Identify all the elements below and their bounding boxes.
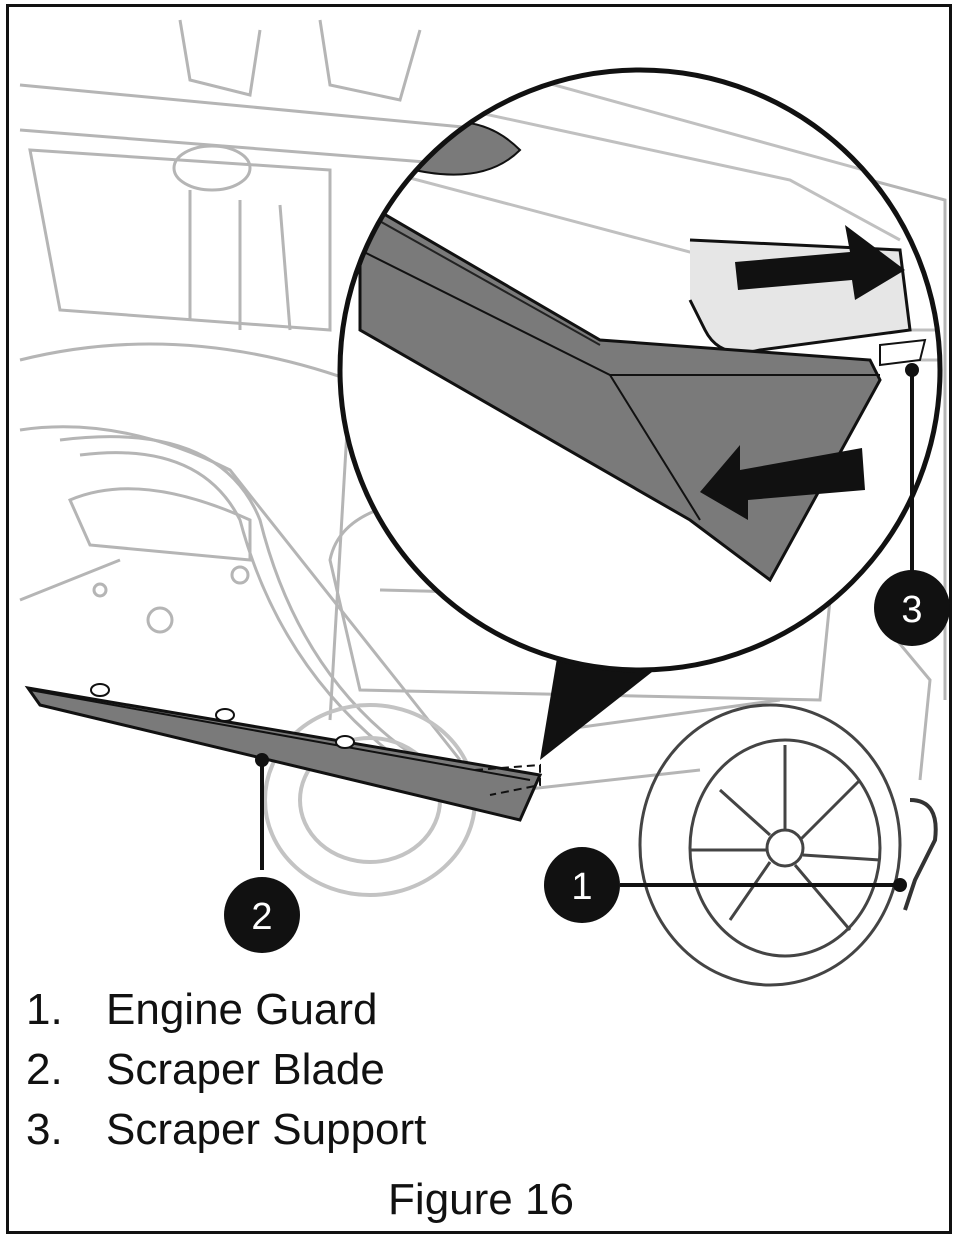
engine-guard xyxy=(903,798,938,911)
svg-text:1: 1 xyxy=(571,866,592,908)
figure-caption: Figure 16 xyxy=(388,1175,574,1224)
legend-label: Scraper Blade xyxy=(106,1045,385,1094)
legend-item: 3. Scraper Support xyxy=(26,1100,426,1160)
callout-2: 2 xyxy=(224,877,300,953)
svg-text:2: 2 xyxy=(251,896,272,938)
legend-number: 2. xyxy=(26,1045,63,1094)
svg-text:3: 3 xyxy=(901,589,922,631)
callout-1: 1 xyxy=(544,847,620,923)
parts-legend: 1. Engine Guard 2. Scraper Blade 3. Scra… xyxy=(26,980,426,1160)
legend-label: Engine Guard xyxy=(106,985,378,1034)
arrow-left-icon xyxy=(700,445,865,520)
legend-item: 1. Engine Guard xyxy=(26,980,426,1040)
callout-3: 3 xyxy=(874,570,950,646)
scraper-blade xyxy=(24,683,543,822)
right-wheel xyxy=(638,703,902,987)
detail-zoom-circle xyxy=(337,67,943,673)
leader-lines xyxy=(260,370,914,887)
legend-number: 1. xyxy=(26,985,63,1034)
leader-dots xyxy=(255,363,919,892)
legend-number: 3. xyxy=(26,1105,63,1154)
legend-label: Scraper Support xyxy=(106,1105,427,1154)
arrow-right-icon xyxy=(735,225,905,300)
legend-item: 2. Scraper Blade xyxy=(26,1040,426,1100)
